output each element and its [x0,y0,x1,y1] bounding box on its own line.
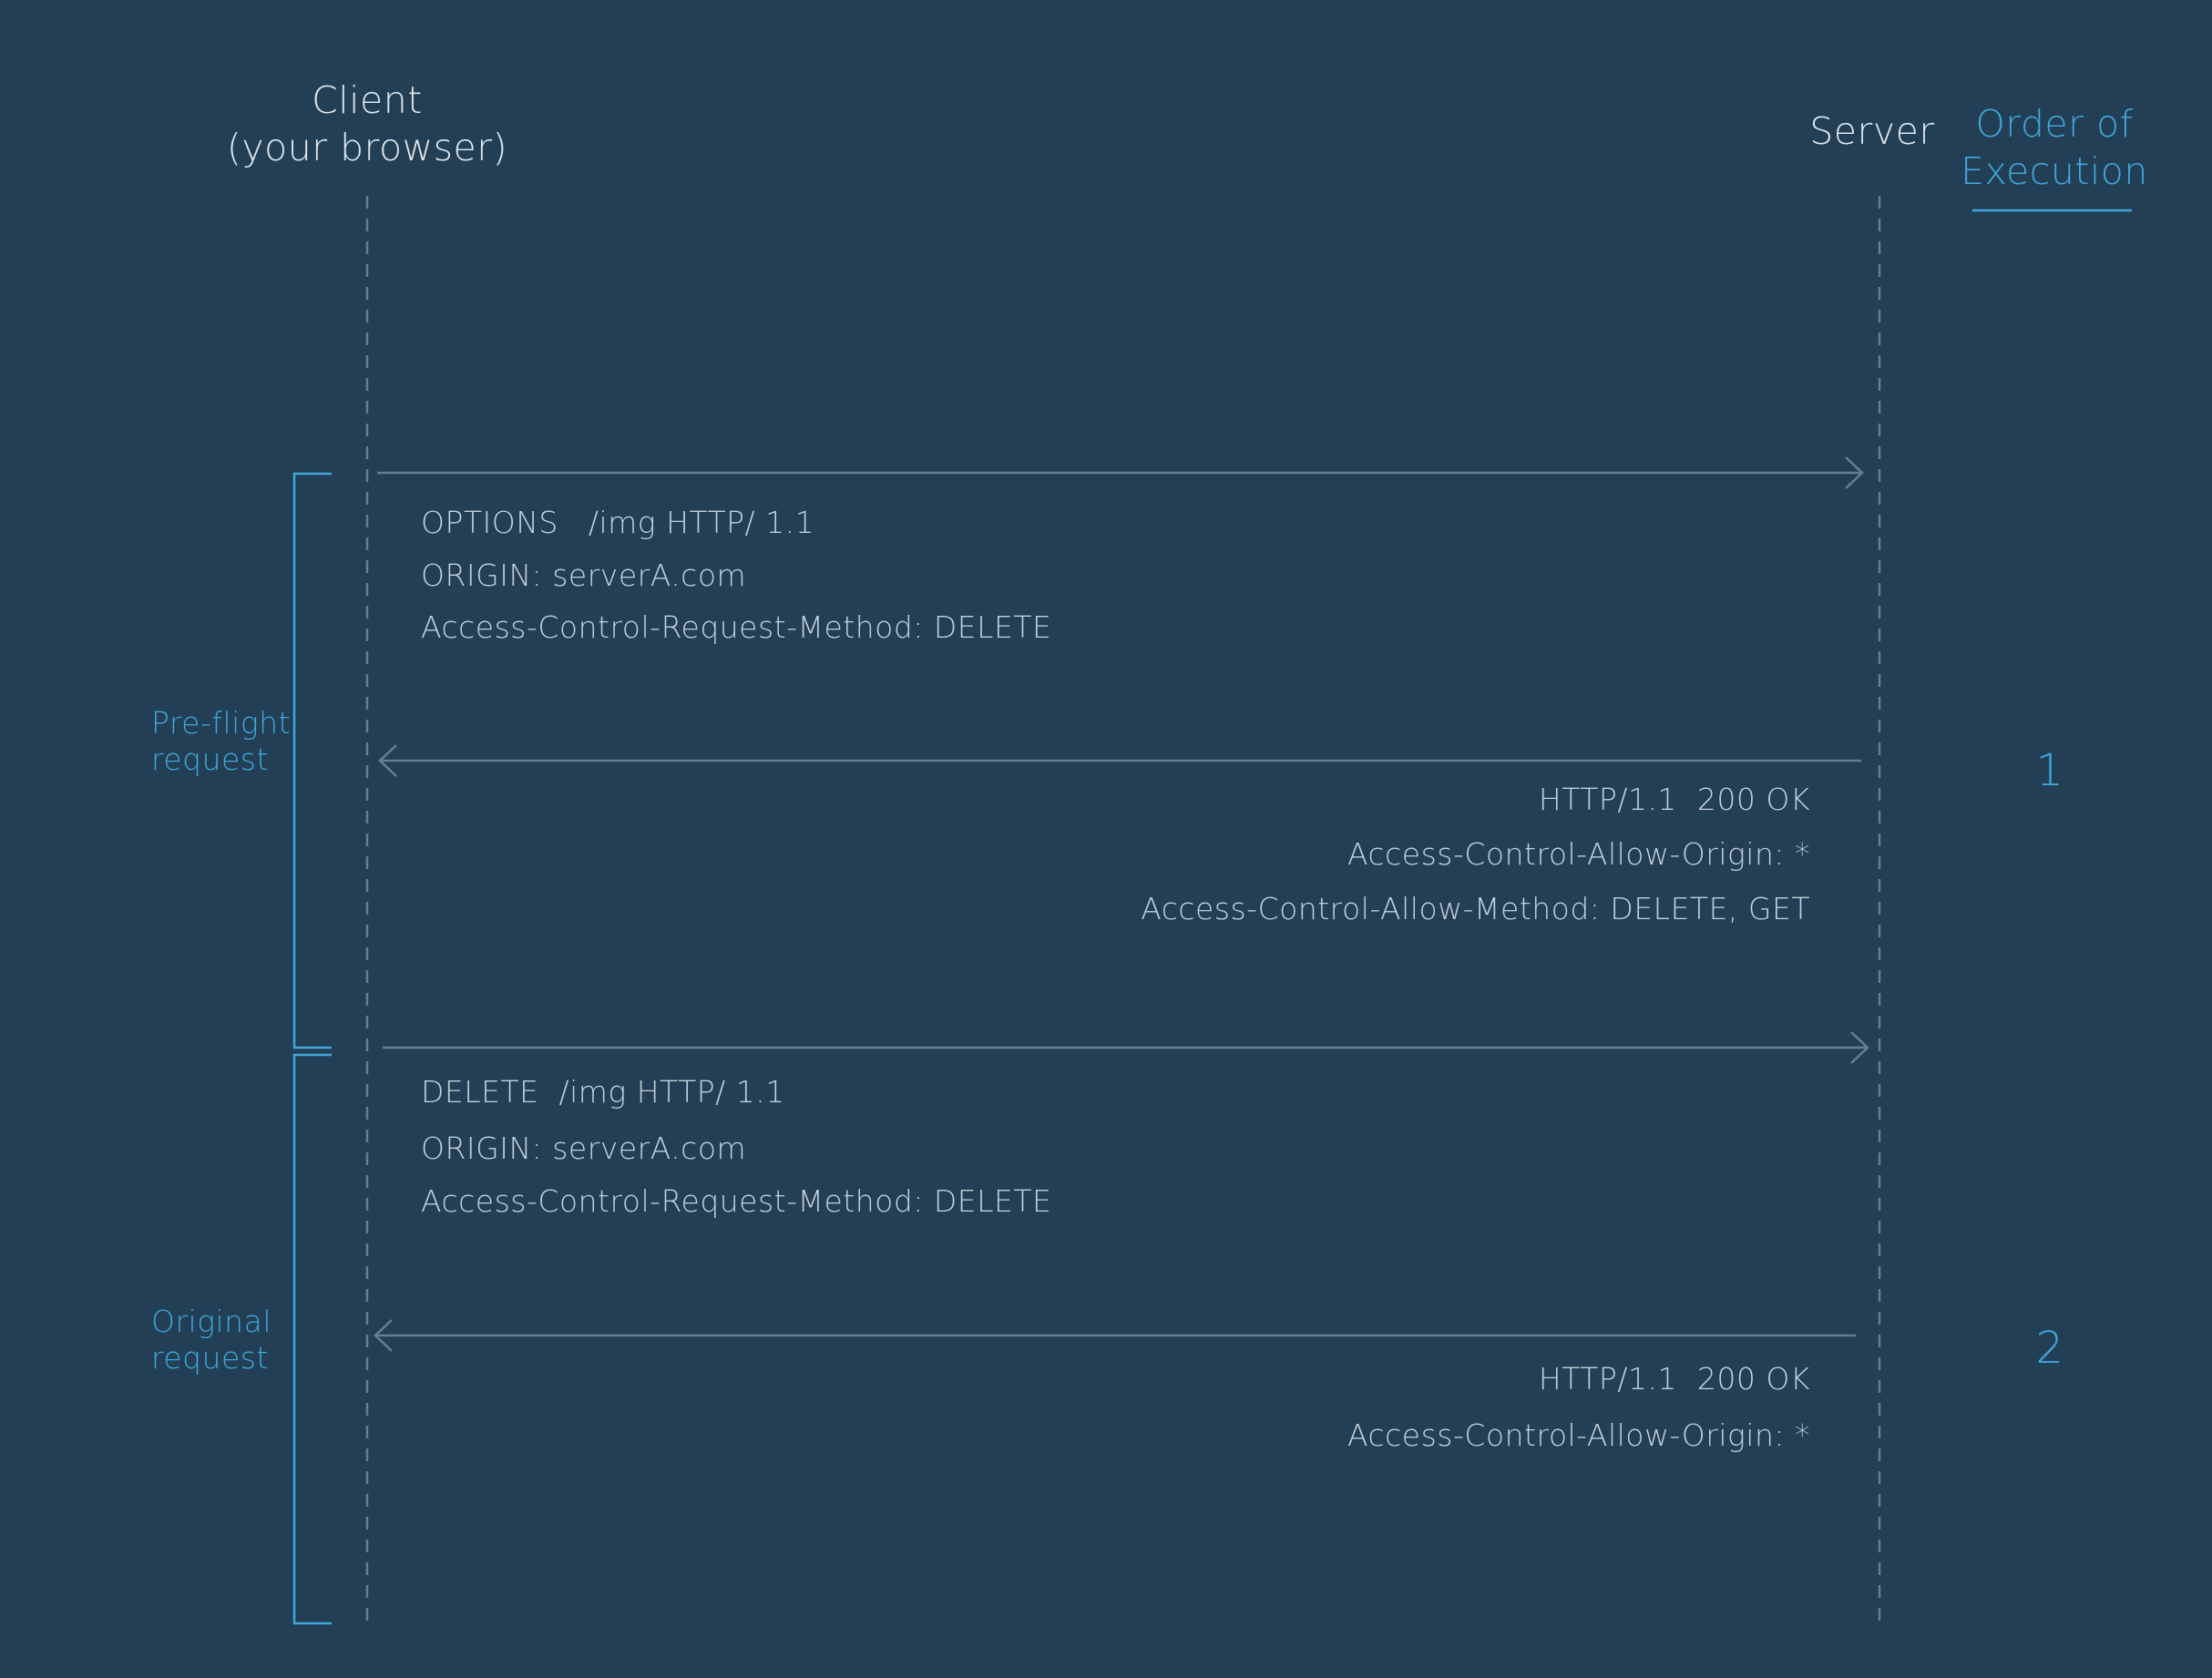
original-label-line1: Original [151,1304,271,1339]
original-label-line2: request [151,1340,269,1376]
original-bracket [292,1053,332,1625]
preflight-label-line1: Pre-flight [151,705,291,741]
order-header: Order of Execution [1950,100,2159,195]
order-header-line2: Execution [1961,149,2148,193]
preflight-label: Pre-flight request [151,705,291,778]
preflight-response-arrow [378,744,1861,777]
original-request-line: ORIGIN: serverA.com [421,1131,747,1166]
client-header-line1: Client [312,78,423,122]
order-number-2: 2 [2035,1323,2064,1374]
original-request-line: Access-Control-Request-Method: DELETE [421,1183,1052,1219]
original-label: Original request [151,1304,271,1376]
preflight-request-line: OPTIONS /img HTTP/ 1.1 [421,505,815,540]
original-response-line: Access-Control-Allow-Origin: * [1347,1417,1810,1453]
preflight-response-line: Access-Control-Allow-Method: DELETE, GET [1141,891,1810,926]
client-header-line2: (your browser) [226,126,508,169]
preflight-response-line: HTTP/1.1 200 OK [1538,782,1810,817]
preflight-request-line: Access-Control-Request-Method: DELETE [421,609,1052,645]
preflight-request-arrow [377,456,1864,489]
order-header-line1: Order of [1975,102,2134,146]
original-response-arrow [374,1319,1856,1352]
order-number-1: 1 [2035,745,2064,796]
server-header: Server [1809,109,1935,153]
original-request-arrow [383,1031,1869,1064]
client-header: Client (your browser) [221,77,513,171]
original-request-line: DELETE /img HTTP/ 1.1 [421,1074,785,1110]
preflight-label-line2: request [151,742,269,777]
preflight-request-line: ORIGIN: serverA.com [421,558,747,593]
original-response-line: HTTP/1.1 200 OK [1538,1361,1810,1397]
preflight-response-line: Access-Control-Allow-Origin: * [1347,836,1810,872]
preflight-bracket [292,472,332,1049]
